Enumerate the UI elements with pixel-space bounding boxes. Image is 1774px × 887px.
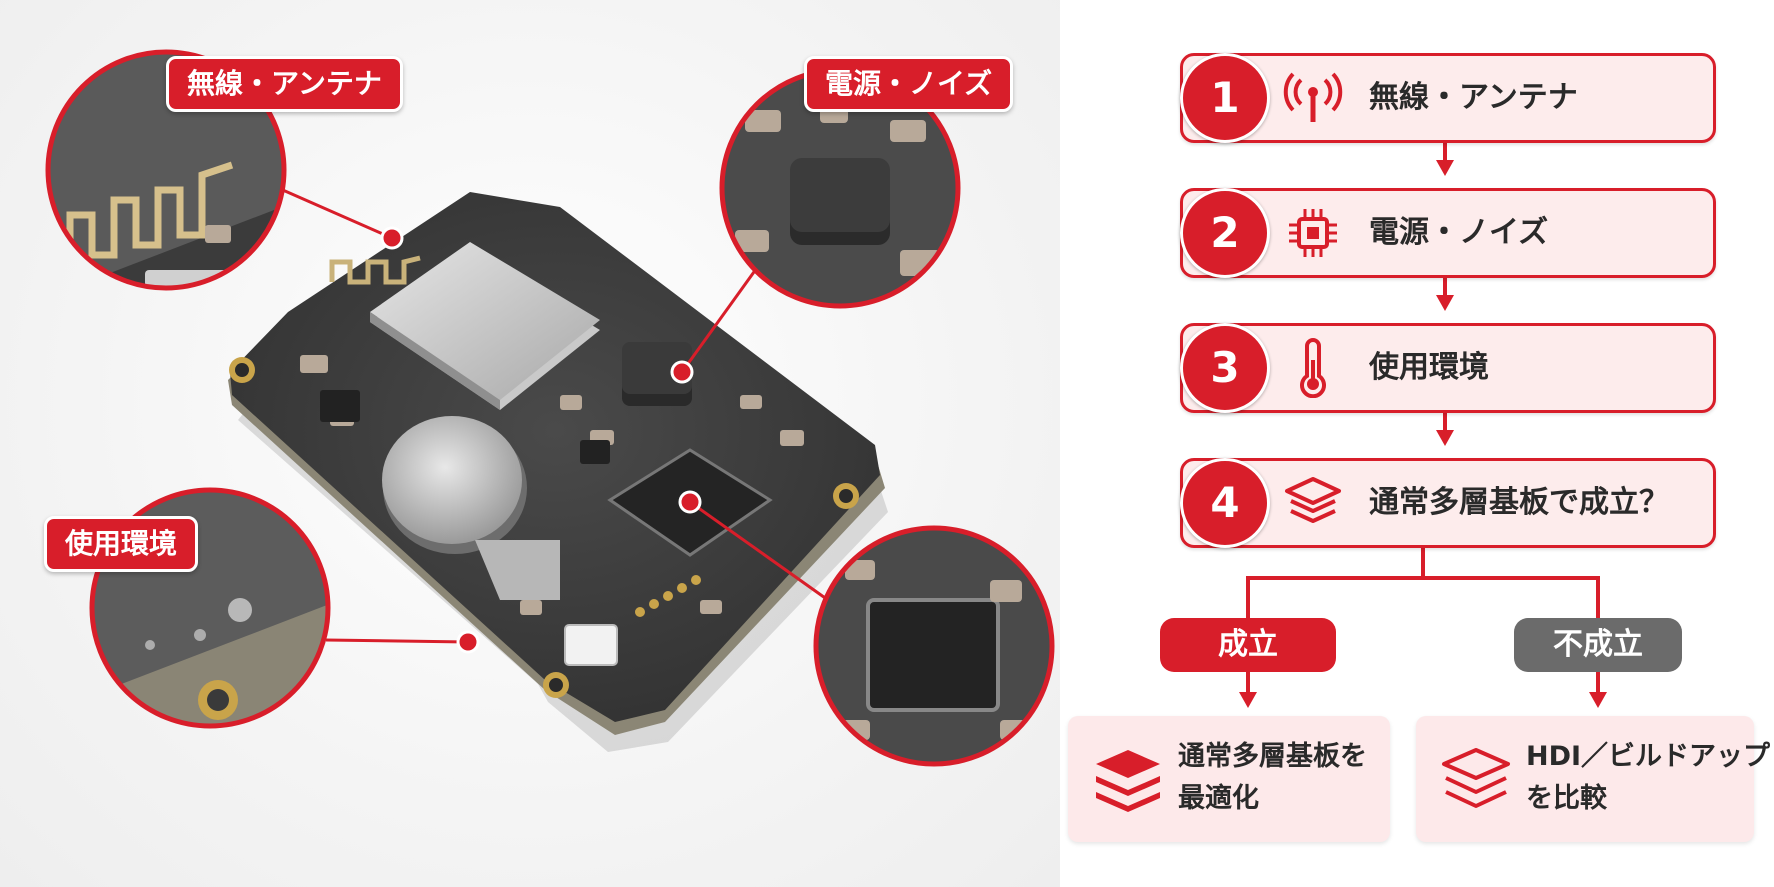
thermometer-icon (1300, 338, 1326, 398)
step-2-box: 2 電源・ノイズ (1180, 188, 1716, 278)
step-3-number: 3 (1180, 323, 1270, 413)
step-4-box: 4 通常多層基板で成立？ (1180, 458, 1716, 548)
step-2-number: 2 (1180, 188, 1270, 278)
step-1-box: 1 無線・アンテナ (1180, 53, 1716, 143)
result-no-box: HDI／ビルドアップ を比較 (1416, 716, 1770, 842)
step-1-label: 無線・アンテナ (1369, 80, 1578, 115)
step-3-box: 3 使用環境 (1180, 323, 1716, 413)
step-3-label: 使用環境 (1369, 350, 1489, 385)
result-no-line1: HDI／ビルドアップ (1526, 741, 1771, 772)
callout-antenna-label: 無線・アンテナ (166, 56, 403, 112)
callout-power-label: 電源・ノイズ (804, 56, 1014, 112)
branch-no-pill: 不成立 (1514, 618, 1682, 672)
result-no-line2: を比較 (1526, 783, 1607, 814)
result-yes-line1: 通常多層基板を (1178, 741, 1367, 772)
result-yes-text: 通常多層基板を 最適化 (1178, 736, 1367, 820)
layers-icon (1285, 477, 1341, 523)
result-no-text: HDI／ビルドアップ を比較 (1526, 736, 1770, 820)
result-yes-box: 通常多層基板を 最適化 (1068, 716, 1390, 842)
branch-yes-pill: 成立 (1160, 618, 1336, 672)
step-2-label: 電源・ノイズ (1369, 215, 1549, 250)
result-yes-line2: 最適化 (1178, 783, 1259, 814)
chip-icon (1289, 209, 1337, 257)
layers-icon (1096, 750, 1160, 812)
step-1-number: 1 (1180, 53, 1270, 143)
step-4-number: 4 (1180, 458, 1270, 548)
step-4-label: 通常多層基板で成立？ (1369, 485, 1669, 520)
callout-environment-label: 使用環境 (44, 516, 199, 572)
antenna-icon (1283, 72, 1343, 122)
layers-outline-icon (1442, 748, 1510, 808)
